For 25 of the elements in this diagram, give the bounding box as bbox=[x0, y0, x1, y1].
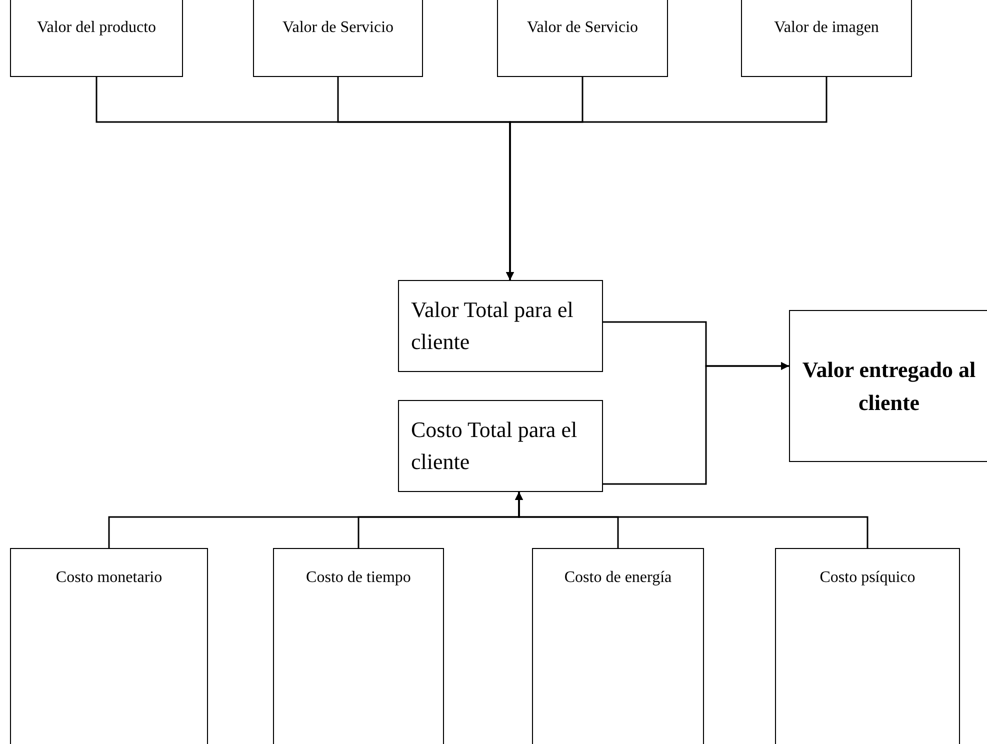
concept-box bbox=[10, 548, 208, 744]
concept-box bbox=[532, 548, 704, 744]
box-label: Valor de imagen bbox=[774, 18, 879, 38]
concept-box bbox=[398, 280, 603, 372]
box-label: Valor Total para el cliente bbox=[411, 296, 574, 356]
box-label: Valor del producto bbox=[36, 18, 156, 38]
concept-box bbox=[741, 0, 912, 77]
concept-box bbox=[775, 548, 960, 744]
box-label: Costo de energía bbox=[564, 568, 672, 588]
concept-box bbox=[273, 548, 444, 744]
box-label: Costo Total para el cliente bbox=[411, 416, 578, 476]
box-label: Costo psíquico bbox=[820, 568, 916, 588]
box-label: Valor entregado al cliente bbox=[801, 356, 977, 417]
concept-box bbox=[497, 0, 668, 77]
concept-box bbox=[398, 400, 603, 492]
connector-arrow bbox=[506, 77, 828, 280]
connector-arrow bbox=[515, 492, 868, 548]
result-box bbox=[789, 310, 987, 462]
concept-box bbox=[10, 0, 183, 77]
concept-box bbox=[253, 0, 423, 77]
connector-arrow bbox=[603, 362, 789, 485]
box-label: Valor de Servicio bbox=[282, 18, 394, 38]
box-label: Costo monetario bbox=[56, 568, 162, 588]
box-label: Valor de Servicio bbox=[526, 18, 638, 38]
box-label: Costo de tiempo bbox=[306, 568, 411, 588]
